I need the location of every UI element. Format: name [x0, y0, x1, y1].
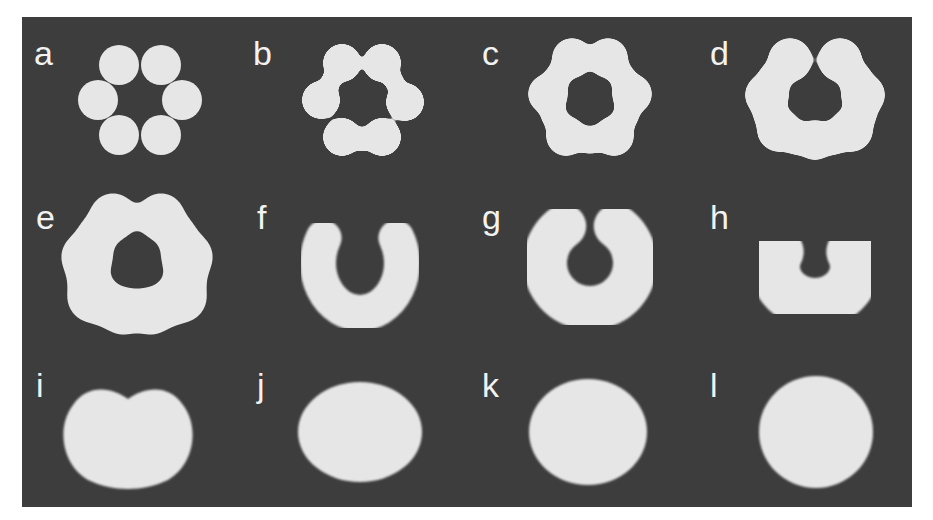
panel-letter: b: [253, 36, 272, 70]
horseshoe: [318, 238, 402, 313]
ellipse: [298, 382, 422, 482]
shallow-u: [775, 252, 855, 303]
six-circles: [78, 45, 202, 155]
panel-letter: d: [710, 36, 729, 70]
touching-circles: [302, 44, 424, 156]
panel-letter: h: [710, 200, 729, 234]
panel-letter: i: [36, 368, 44, 402]
merging-circles: [528, 38, 652, 156]
circle: [759, 376, 873, 488]
bumpy-ring: [745, 38, 885, 160]
panel-letter: k: [482, 368, 499, 402]
panel-letter: f: [257, 200, 266, 234]
panel-letter: e: [36, 200, 55, 234]
panel-letter: g: [482, 200, 501, 234]
panel-letter: l: [710, 368, 718, 402]
thick-horseshoe: [545, 226, 635, 308]
panel-letter: a: [34, 36, 53, 70]
near-circle: [529, 379, 647, 485]
kidney-shape: [63, 390, 192, 489]
wavy-ring: [61, 193, 213, 335]
panel-letter: j: [257, 368, 265, 402]
panel-letter: c: [482, 36, 499, 70]
